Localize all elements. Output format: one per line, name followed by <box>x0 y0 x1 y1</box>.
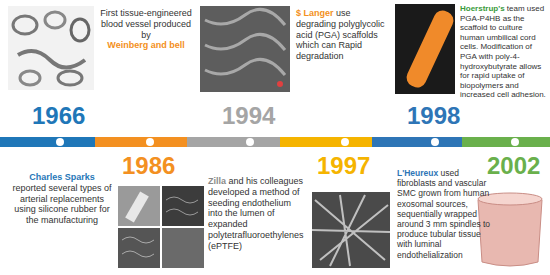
milestone-text: $ Langer use degrading polyglycolic acid… <box>296 8 388 62</box>
year-label: 1994 <box>222 104 275 128</box>
milestone-name: Hoerstrup's <box>460 4 505 13</box>
tissue-tube <box>395 4 456 94</box>
year-label: 1986 <box>122 154 175 178</box>
milestone-text: Charles Sparksreported several types of … <box>12 172 112 226</box>
scaffold-micrograph <box>312 192 390 268</box>
milestone-description: and his colleagues developed a method of… <box>208 176 304 251</box>
milestone-name: L'Heureux <box>397 168 438 178</box>
year-label: 1997 <box>317 154 370 178</box>
year-label: 1998 <box>407 104 460 128</box>
milestone-description: used fibroblasts and vascular SMC grown … <box>397 168 490 260</box>
milestone-text: Hoerstrup's team used PGA-P4HB as the sc… <box>460 4 548 100</box>
endothelium-micrograph <box>200 6 290 92</box>
artery-photo <box>8 6 94 90</box>
year-label: 1966 <box>32 104 85 128</box>
vessel-photo <box>478 193 542 266</box>
milestone-text: L'Heureux used fibroblasts and vascular … <box>397 168 493 260</box>
year-label: 2002 <box>487 154 540 178</box>
milestone-name: Charles Sparks <box>29 172 95 182</box>
milestone-name: Zilla <box>208 176 226 186</box>
milestone-name: Weinberg and bell <box>107 40 184 50</box>
milestone-description: First tissue-engineered blood vessel pro… <box>100 8 192 40</box>
milestone-description: team used PGA-P4HB as the scaffold to cu… <box>460 4 546 99</box>
timeline-band <box>0 137 550 147</box>
micrograph-panels <box>118 186 204 268</box>
milestone-text: First tissue-engineered blood vessel pro… <box>100 8 192 51</box>
milestone-name: $ Langer <box>296 8 334 18</box>
milestone-description: reported several types of arterial repla… <box>12 183 111 225</box>
milestone-text: Zilla and his colleagues developed a met… <box>208 176 306 252</box>
